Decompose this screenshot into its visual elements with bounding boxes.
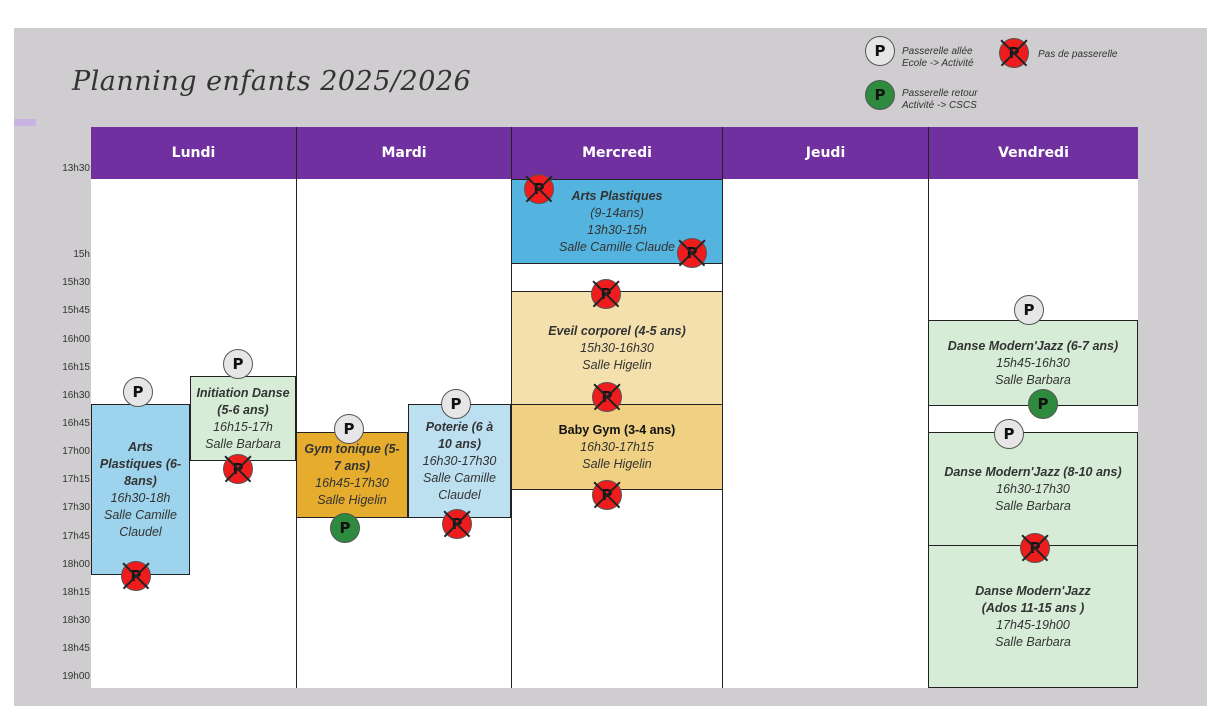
passerelle-aller-icon: P <box>441 389 471 419</box>
time-label: 17h30 <box>62 502 90 513</box>
decorative-mark <box>14 119 36 126</box>
no-passerelle-icon: P <box>591 279 621 309</box>
passerelle-aller-icon: P <box>223 349 253 379</box>
passerelle-retour-icon: P <box>330 513 360 543</box>
activity-initiation-danse[interactable]: Initiation Danse (5-6 ans) 16h15-17h Sal… <box>190 376 296 461</box>
no-passerelle-icon: P <box>121 561 151 591</box>
time-label: 18h15 <box>62 587 90 598</box>
passerelle-aller-icon: P <box>123 377 153 407</box>
activity-danse-jazz-ados[interactable]: Danse Modern'Jazz (Ados 11-15 ans ) 17h4… <box>928 545 1138 688</box>
time-label: 18h00 <box>62 559 90 570</box>
time-label: 15h <box>73 249 90 260</box>
no-passerelle-icon: P <box>524 174 554 204</box>
activity-arts-plastiques-lundi[interactable]: Arts Plastiques (6-8ans) 16h30-18h Salle… <box>91 404 190 575</box>
passerelle-aller-icon: P <box>994 419 1024 449</box>
legend-none-text: Pas de passerelle <box>1038 49 1118 60</box>
day-header-mercredi: Mercredi <box>512 127 722 179</box>
passerelle-aller-icon: P <box>334 414 364 444</box>
activity-baby-gym[interactable]: Baby Gym (3-4 ans) 16h30-17h15 Salle Hig… <box>511 404 723 490</box>
time-label: 17h45 <box>62 531 90 542</box>
time-label: 17h00 <box>62 446 90 457</box>
day-header-lundi: Lundi <box>91 127 296 179</box>
activity-gym-tonique[interactable]: Gym tonique (5-7 ans) 16h45-17h30 Salle … <box>296 432 408 518</box>
column-divider <box>928 127 929 688</box>
day-header-vendredi: Vendredi <box>929 127 1138 179</box>
activity-danse-jazz-8-10[interactable]: Danse Modern'Jazz (8-10 ans) 16h30-17h30… <box>928 432 1138 546</box>
page-title: Planning enfants 2025/2026 <box>72 66 472 97</box>
time-label: 16h30 <box>62 390 90 401</box>
activity-poterie[interactable]: Poterie (6 à 10 ans) 16h30-17h30 Salle C… <box>408 404 511 518</box>
no-passerelle-icon: P <box>592 480 622 510</box>
no-passerelle-icon: P <box>592 382 622 412</box>
time-label: 16h15 <box>62 362 90 373</box>
time-label: 16h00 <box>62 334 90 345</box>
legend-none-icon: P <box>999 38 1029 68</box>
time-label: 19h00 <box>62 671 90 682</box>
no-passerelle-icon: P <box>442 509 472 539</box>
passerelle-retour-icon: P <box>1028 389 1058 419</box>
time-label: 16h45 <box>62 418 90 429</box>
time-label: 15h30 <box>62 277 90 288</box>
day-header-mardi: Mardi <box>297 127 511 179</box>
time-label: 18h30 <box>62 615 90 626</box>
time-label: 15h45 <box>62 305 90 316</box>
no-passerelle-icon: P <box>1020 533 1050 563</box>
legend-aller-icon: P <box>865 36 895 66</box>
day-header-jeudi: Jeudi <box>723 127 928 179</box>
time-label: 13h30 <box>62 163 90 174</box>
passerelle-aller-icon: P <box>1014 295 1044 325</box>
legend-retour-icon: P <box>865 80 895 110</box>
time-label: 18h45 <box>62 643 90 654</box>
no-passerelle-icon: P <box>223 454 253 484</box>
column-divider <box>296 127 297 688</box>
no-passerelle-icon: P <box>677 238 707 268</box>
time-label: 17h15 <box>62 474 90 485</box>
